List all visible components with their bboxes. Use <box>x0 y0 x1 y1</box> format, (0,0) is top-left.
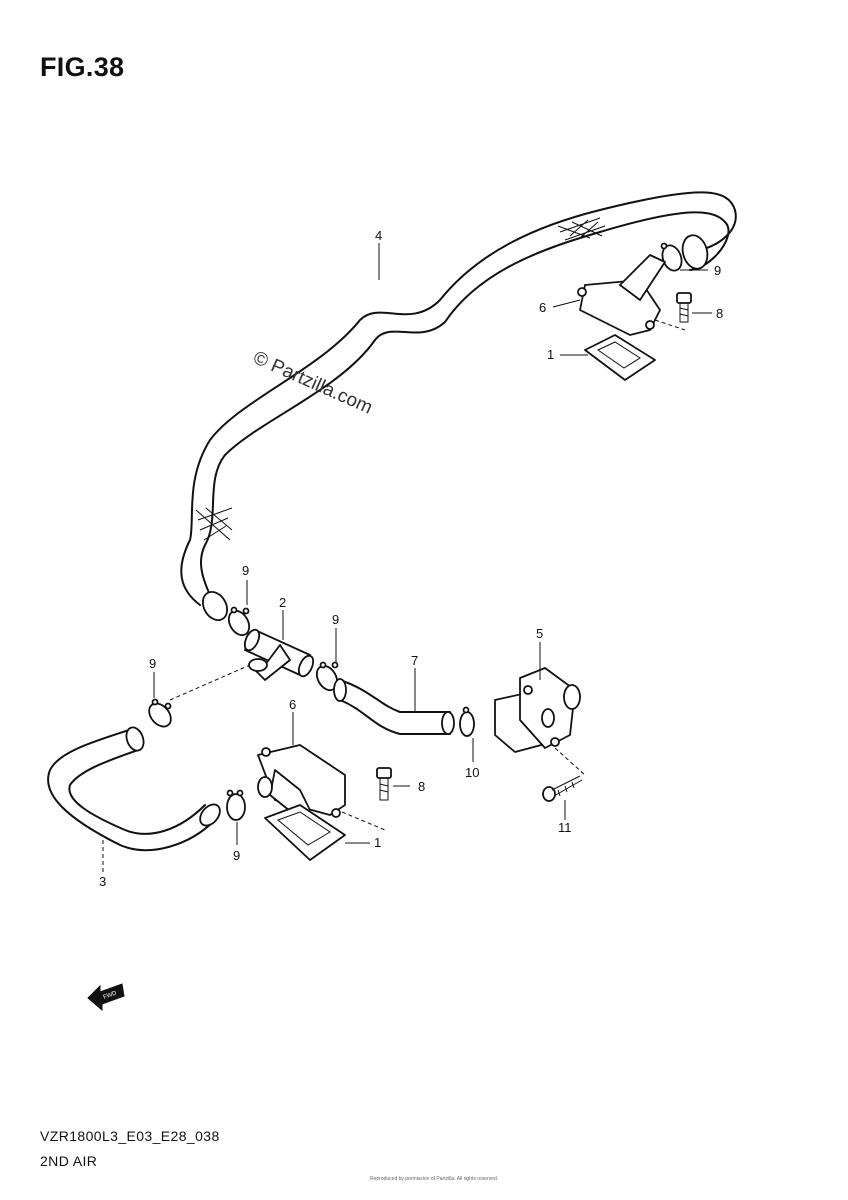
callout-8-lower: 8 <box>418 779 425 794</box>
hose-4-protector <box>195 217 606 541</box>
t-joint-2 <box>243 628 315 681</box>
callout-5-air-valve: 5 <box>536 626 543 641</box>
fwd-arrow-icon: FWD <box>87 983 125 1012</box>
callout-9-left-lower: 9 <box>149 656 156 671</box>
bolt-8-lower <box>376 767 392 801</box>
callout-9-left-upper: 9 <box>242 563 249 578</box>
callout-6-upper: 6 <box>539 300 546 315</box>
air-valve-5 <box>494 667 581 753</box>
callout-9-upper: 9 <box>714 263 721 278</box>
copyright-notice: Reproduced by permission of Partzilla. A… <box>370 1176 499 1182</box>
leader-lines <box>102 243 712 872</box>
hose-3 <box>47 726 221 852</box>
callout-3-hose: 3 <box>99 874 106 889</box>
callout-8-upper: 8 <box>716 306 723 321</box>
clamp-9-hose-7 <box>459 706 475 737</box>
hose-4 <box>180 191 737 622</box>
callout-9-middle: 9 <box>332 612 339 627</box>
callout-6-lower: 6 <box>289 697 296 712</box>
callout-1-lower: 1 <box>374 835 381 850</box>
callout-10-clamp: 10 <box>465 765 479 780</box>
clamp-9-middle <box>315 661 339 692</box>
reed-valve-cover-6-lower <box>257 744 386 831</box>
clamp-9-lower <box>226 789 246 821</box>
bolt-8-upper <box>676 292 692 323</box>
callout-7-hose: 7 <box>411 653 418 668</box>
watermark: © Partzilla.com <box>250 347 376 418</box>
figure-title: FIG.38 <box>40 52 125 82</box>
callout-9-lower: 9 <box>233 848 240 863</box>
reed-gasket-1-lower <box>264 804 346 861</box>
callout-4-hose: 4 <box>375 228 382 243</box>
callout-2-t-joint: 2 <box>279 595 286 610</box>
clamp-9-left-upper <box>227 606 251 637</box>
clamp-9-left-lower <box>148 698 172 728</box>
reed-gasket-1-upper <box>584 334 656 381</box>
diagram-caption: 2ND AIR <box>40 1153 98 1169</box>
hose-7 <box>333 678 455 735</box>
callout-11-screw: 11 <box>558 820 572 835</box>
reed-valve-cover-6-upper <box>577 254 686 336</box>
clamp-9-upper <box>660 242 683 272</box>
fwd-label: FWD <box>103 990 119 1001</box>
model-code: VZR1800L3_E03_E28_038 <box>40 1128 220 1144</box>
callout-1-upper: 1 <box>547 347 554 362</box>
screw-11 <box>542 747 586 802</box>
callout-labels: 4 9 6 8 1 9 2 9 9 7 5 6 8 10 11 9 1 3 <box>99 228 723 889</box>
